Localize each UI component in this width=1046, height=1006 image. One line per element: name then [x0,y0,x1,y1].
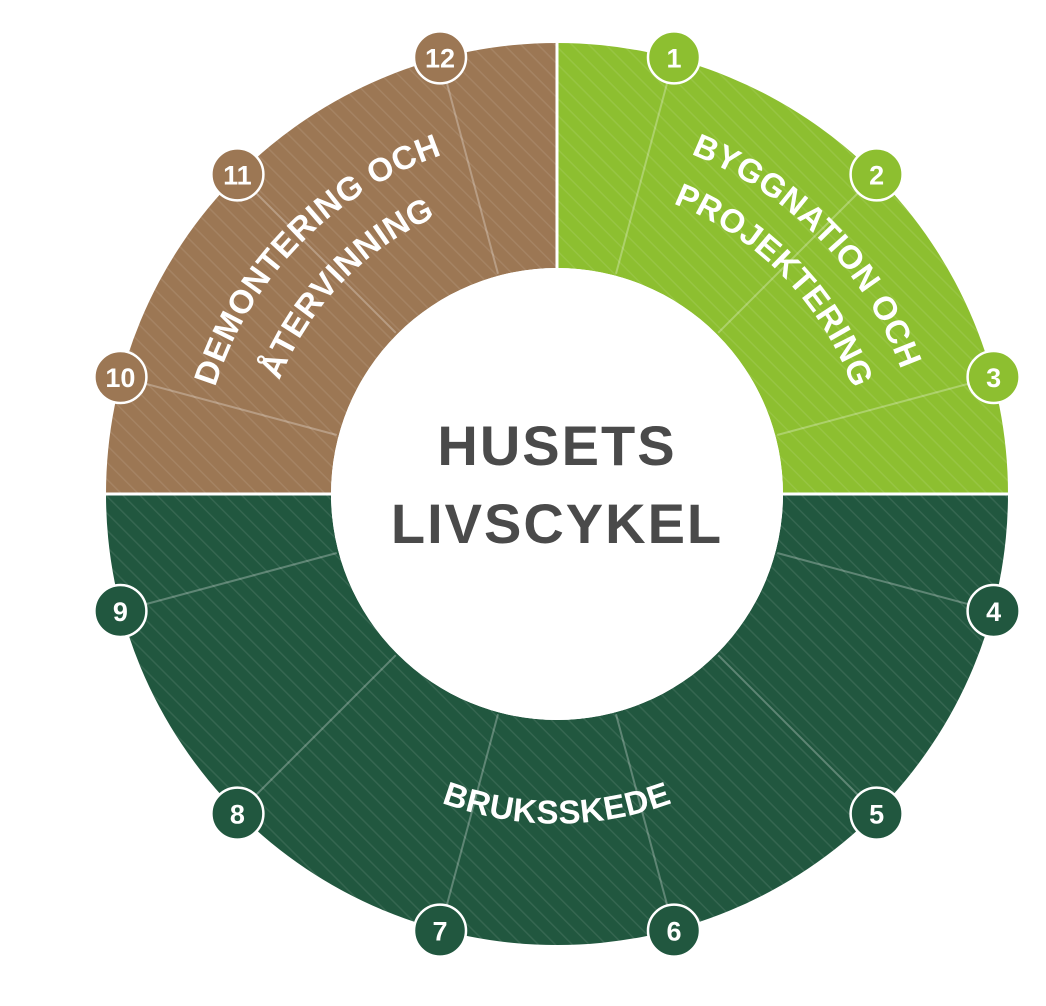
step-marker-circle [966,583,1021,639]
step-number: 6 [666,917,681,947]
step-divider [717,175,876,334]
step-divider [439,60,499,275]
step-marker-circle [210,786,265,841]
step-divider [238,175,397,334]
step-dividers [123,60,991,928]
step-marker-circle [412,903,468,958]
step-marker-circle [210,147,265,202]
step-number: 9 [113,597,128,627]
phase-separators [104,41,1010,496]
step-marker-6: 6 [646,903,702,958]
step-marker-5: 5 [849,786,904,841]
step-marker-8: 8 [210,786,265,841]
step-number: 11 [223,160,252,190]
step-divider [615,713,675,928]
step-divider [776,552,991,612]
step-divider [615,60,675,275]
center-title-line1: HUSETS [437,414,676,477]
step-marker-circle [849,147,904,202]
ring-hatching [106,43,1008,945]
step-marker-2: 2 [849,147,904,202]
step-number: 2 [869,160,884,190]
step-marker-circle [966,349,1021,405]
step-divider [123,552,338,612]
step-marker-circle [412,30,468,85]
step-marker-3: 3 [966,349,1021,405]
step-divider [439,713,499,928]
step-marker-9: 9 [93,583,148,639]
step-marker-circle [646,903,702,958]
step-number: 10 [105,363,135,393]
step-marker-1: 1 [646,30,702,85]
segment-hatch-demontering [106,43,557,494]
step-marker-11: 11 [210,147,265,202]
step-marker-4: 4 [966,583,1021,639]
step-marker-circle [646,30,702,85]
step-divider [717,654,876,813]
step-divider [776,376,991,436]
step-number: 5 [869,800,884,830]
step-divider [123,376,338,436]
step-number: 3 [986,363,1001,393]
step-number: 1 [666,43,681,73]
segment-hatch-byggnation [557,43,1008,494]
step-number: 12 [425,43,455,73]
step-marker-circle [93,349,148,405]
center-hub [331,268,783,720]
step-marker-circle [93,583,148,639]
step-marker-12: 12 [412,30,468,85]
step-marker-7: 7 [412,903,468,958]
step-number: 4 [986,597,1001,627]
step-divider [238,654,397,813]
step-number: 7 [432,917,447,947]
step-marker-circle [849,786,904,841]
center-title-line2: LIVSCYKEL [391,492,723,555]
step-marker-10: 10 [93,349,148,405]
segment-hatch-bruksskede [106,494,1008,945]
step-number: 8 [230,800,245,830]
